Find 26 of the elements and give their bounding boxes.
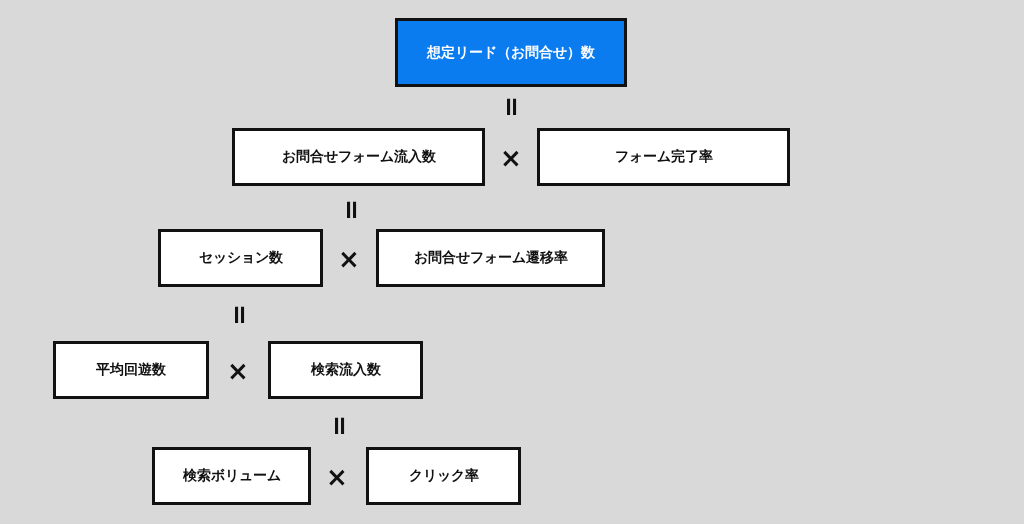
metric-box [376,229,605,287]
equals-sign: = [226,304,253,326]
metric-box [53,341,209,399]
equals-sign: = [326,415,353,437]
multiply-sign: × [338,246,360,272]
equals-sign: = [498,96,525,118]
metric-box [152,447,311,505]
metric-box [268,341,423,399]
multiply-sign: × [227,358,249,384]
equals-sign: = [338,199,365,221]
multiply-sign: × [326,464,348,490]
metric-box [366,447,521,505]
metric-text: お問合せフォーム遷移率 [413,249,568,267]
metric-text: お問合せフォーム流入数 [281,148,436,166]
multiply-sign: × [500,145,522,171]
metric-text: フォーム完了率 [614,148,713,166]
metric-text: 検索流入数 [310,361,381,379]
metric-text: クリック率 [408,467,479,485]
metric-box [537,128,790,186]
metric-box [395,18,627,87]
metric-box [232,128,485,186]
metric-text: 検索ボリューム [182,467,281,485]
metric-text: 平均回遊数 [96,361,166,379]
metric-box [158,229,323,287]
metric-text: セッション数 [198,249,283,267]
metric-text: 想定リード（お問合せ）数 [427,43,595,62]
